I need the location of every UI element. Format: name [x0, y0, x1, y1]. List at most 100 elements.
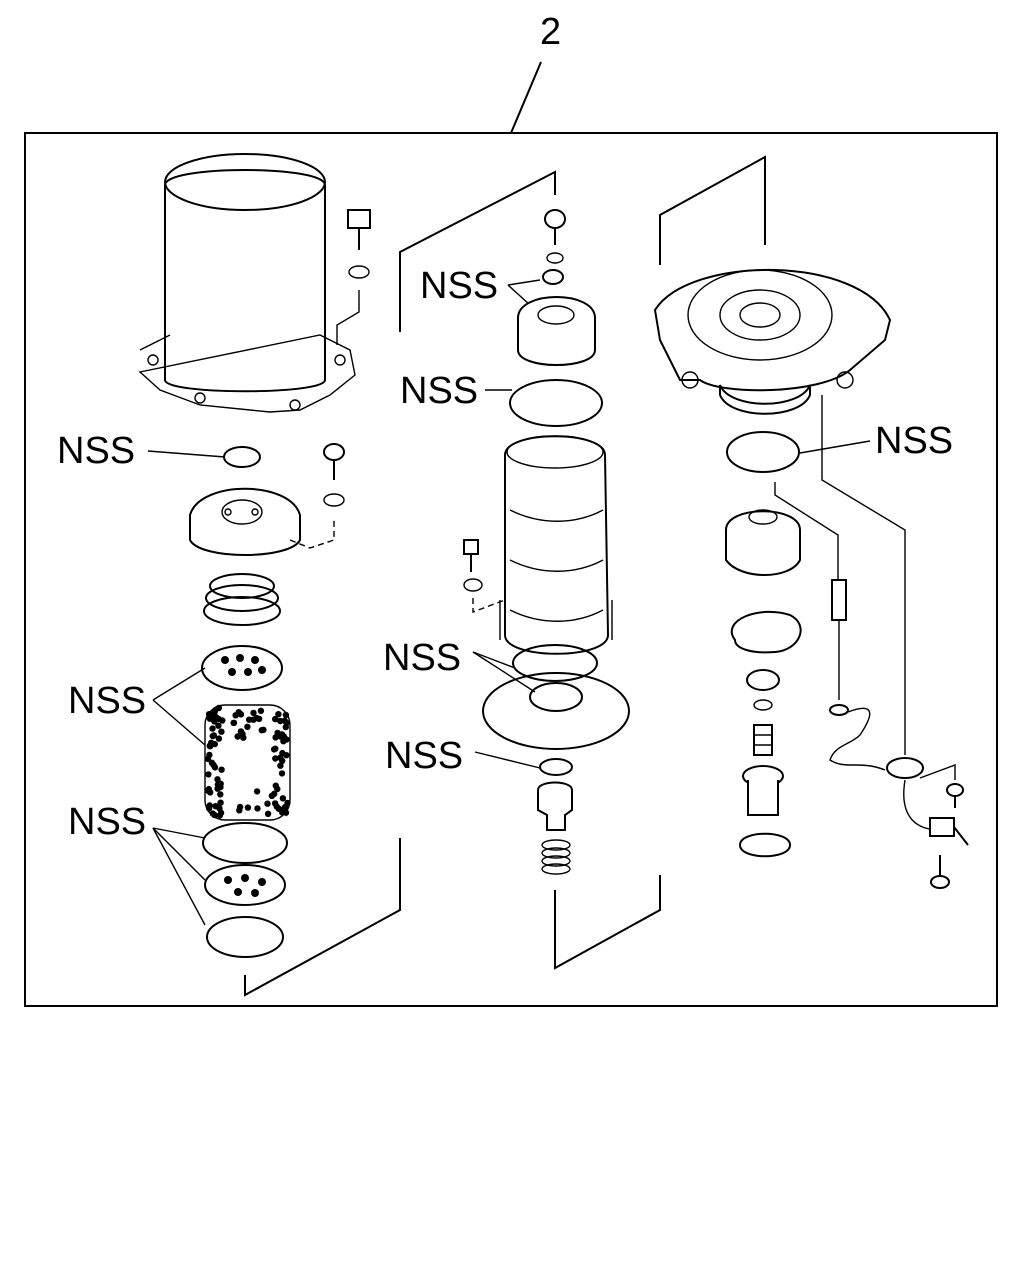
heater-bolt-lower [930, 855, 950, 889]
label-valve-seal: NSS [385, 735, 463, 777]
bolt-leader [336, 290, 360, 345]
desiccant-bead [205, 785, 212, 793]
cap-seal [223, 446, 261, 468]
seal-ring [512, 644, 598, 682]
screw [323, 443, 345, 507]
label-center-lower-seals: NSS [383, 637, 461, 679]
desiccant-bead [217, 791, 224, 798]
desiccant-bead [216, 805, 223, 812]
desiccant-bead [278, 770, 286, 777]
valve-cover [189, 487, 301, 556]
desiccant-bead [254, 805, 261, 812]
desiccant-bead [214, 776, 221, 783]
heater-bolt-upper [946, 783, 964, 808]
label-desiccant-seals: NSS [68, 801, 146, 843]
right-o-ring [726, 431, 800, 473]
desiccant-bead [260, 726, 267, 733]
desiccant-bead [236, 807, 243, 814]
valve-body [499, 435, 613, 655]
desiccant-bead [209, 725, 216, 732]
desiccant-bead [264, 800, 271, 807]
lower-spring [541, 839, 571, 875]
desiccant-bead [210, 732, 218, 739]
desiccant-bead [244, 804, 252, 811]
piston-cap [517, 296, 596, 366]
desiccant-bead [282, 711, 290, 719]
filter-disc [202, 822, 288, 864]
desiccant-bead [218, 728, 225, 735]
small-cap [746, 669, 780, 691]
desiccant-bead [230, 719, 237, 727]
desiccant-bead [279, 749, 286, 757]
left-column-parts: NSS NSS [57, 153, 401, 997]
small-o-ring [529, 682, 583, 712]
desiccant-bead [206, 743, 214, 750]
heater-leader [821, 395, 906, 755]
desiccant-bead [257, 707, 265, 714]
desiccant-bead [272, 755, 279, 762]
desiccant-bead [215, 722, 222, 729]
sensor-wire [829, 707, 886, 771]
body-screw [463, 539, 483, 592]
desiccant-bead [272, 715, 279, 723]
label-cover-seal: NSS [420, 265, 498, 307]
valve-cup [725, 509, 801, 576]
screen-disc [201, 645, 283, 691]
valve-plunger [537, 781, 573, 831]
right-column-parts: NSS [653, 155, 969, 889]
assembly-frame [24, 132, 998, 1007]
desiccant-bead [216, 812, 223, 819]
valve-seal [539, 758, 573, 776]
desiccant-bead [234, 733, 241, 740]
center-top-bracket [399, 170, 556, 332]
desiccant-bead [284, 799, 291, 807]
temperature-sensor [829, 579, 849, 716]
desiccant-bead [206, 802, 213, 809]
desiccant-bead [281, 717, 288, 724]
valve-housing [653, 269, 892, 415]
center-screw [544, 209, 566, 264]
right-top-bracket [659, 155, 766, 265]
desiccant-bead [205, 771, 212, 778]
desiccant-cartridge [164, 153, 326, 393]
heater-connector [886, 757, 969, 846]
desiccant-bead [211, 709, 218, 716]
right-bolt [753, 724, 773, 756]
callout-leader [510, 61, 542, 134]
desiccant-bead [272, 782, 279, 789]
desiccant-bead [215, 715, 222, 723]
desiccant-bead [250, 716, 257, 723]
center-bottom-bracket [554, 875, 661, 970]
desiccant-bead [209, 810, 217, 817]
screen-disc-lower [204, 864, 286, 906]
desiccant-beads [204, 704, 291, 821]
desiccant-bead [204, 755, 212, 763]
desiccant-bead [281, 805, 288, 812]
diaphragm [482, 672, 630, 750]
desiccant-bead [250, 709, 257, 717]
left-bracket [244, 838, 401, 997]
center-column-parts: NSS NSS NSS [383, 170, 661, 970]
spring [203, 573, 281, 626]
label-center-oring: NSS [400, 370, 478, 412]
gasket-flange [138, 334, 356, 413]
desiccant-bead [244, 723, 251, 730]
desiccant-bead [237, 728, 245, 735]
desiccant-bead [272, 745, 279, 752]
label-top-cap-seal: NSS [57, 430, 135, 472]
bolt [347, 209, 371, 279]
callout-number: 2 [540, 11, 561, 53]
desiccant-bead [268, 792, 276, 800]
label-right-oring: NSS [875, 420, 953, 462]
snap-ring [731, 610, 802, 654]
label-screen-pack: NSS [68, 680, 146, 722]
desiccant-bead [253, 788, 261, 795]
desiccant-bead [279, 795, 287, 802]
desiccant-bead [275, 711, 282, 718]
desiccant-bead [217, 799, 224, 806]
o-ring-lower-left [206, 916, 284, 958]
desiccant-bead [278, 731, 286, 738]
desiccant-bead [264, 810, 272, 817]
desiccant-bead [277, 762, 284, 769]
bottom-gasket [738, 832, 792, 858]
